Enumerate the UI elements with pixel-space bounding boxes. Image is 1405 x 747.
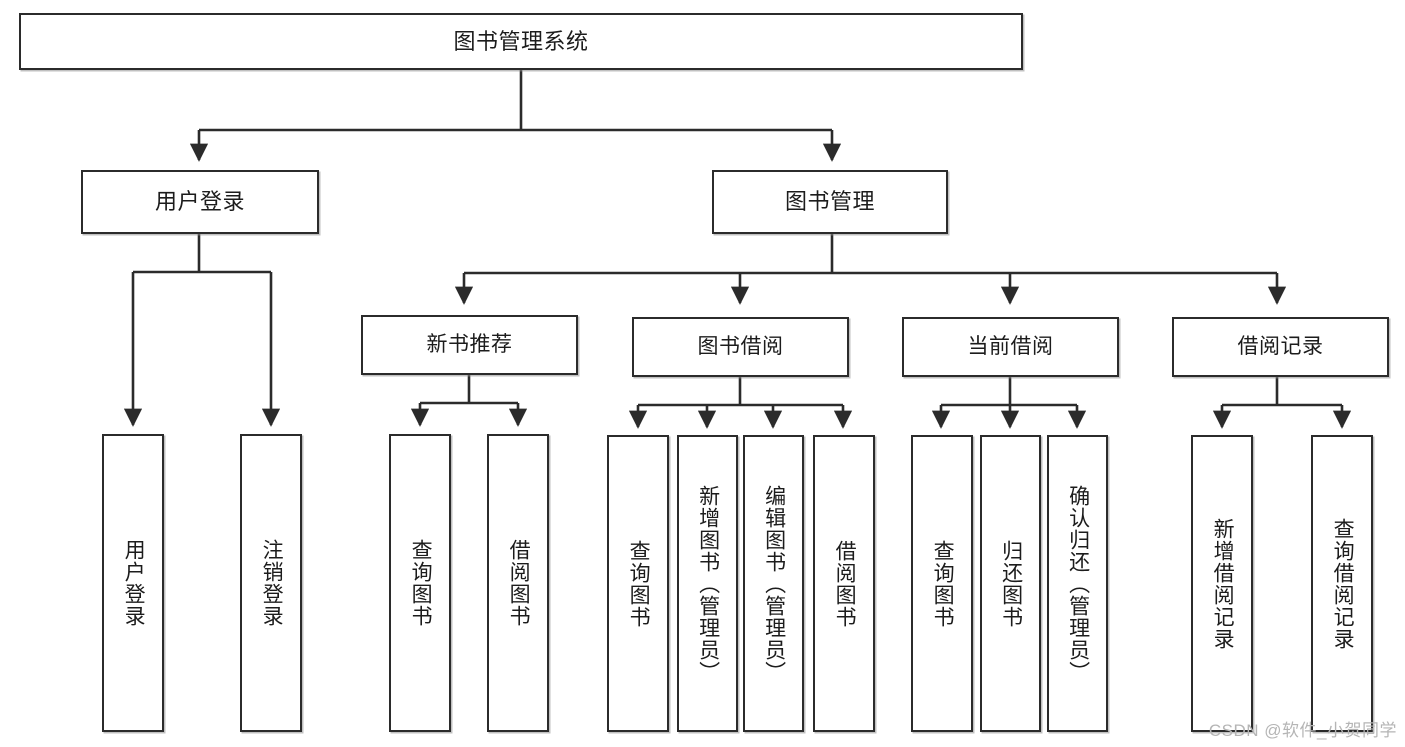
node-label: 归还图书 [999,539,1023,628]
node-label: 编辑图书（管理员） [762,484,786,683]
leaf-user-login-login[interactable]: 用户登录 [102,434,164,732]
leaf-book-borrow-borrow[interactable]: 借阅图书 [813,435,875,732]
leaf-book-borrow-query[interactable]: 查询图书 [607,435,669,732]
node-book-borrow[interactable]: 图书借阅 [632,317,849,377]
leaf-borrow-record-add[interactable]: 新增借阅记录 [1191,435,1253,732]
node-label: 新增图书（管理员） [696,484,720,683]
node-current-borrow[interactable]: 当前借阅 [902,317,1119,377]
node-label: 查询图书 [627,539,651,628]
watermark: CSDN @软件_小贺同学 [1208,721,1397,740]
node-label: 借阅记录 [1237,334,1324,358]
node-user-login[interactable]: 用户登录 [81,170,319,234]
leaf-current-borrow-return[interactable]: 归还图书 [980,435,1041,732]
node-label: 用户登录 [122,539,146,627]
leaf-new-book-borrow[interactable]: 借阅图书 [487,434,549,732]
node-label: 确认归还（管理员） [1066,484,1090,683]
leaf-book-borrow-add[interactable]: 新增图书（管理员） [677,435,738,732]
leaf-user-login-logout[interactable]: 注销登录 [240,434,302,732]
leaf-current-borrow-confirm-return[interactable]: 确认归还（管理员） [1047,435,1108,732]
node-label: 借阅图书 [833,539,857,628]
node-book-management[interactable]: 图书管理 [712,170,948,234]
node-label: 图书借阅 [697,334,784,358]
leaf-new-book-query[interactable]: 查询图书 [389,434,451,732]
node-label: 当前借阅 [967,334,1054,358]
node-label: 借阅图书 [507,539,531,627]
node-label: 图书管理系统 [453,28,589,54]
leaf-current-borrow-query[interactable]: 查询图书 [911,435,973,732]
node-label: 用户登录 [154,189,245,215]
node-label: 查询借阅记录 [1331,517,1355,650]
node-label: 注销登录 [260,539,284,627]
node-label: 新增借阅记录 [1211,517,1235,650]
node-new-book-recommend[interactable]: 新书推荐 [361,315,578,375]
node-root[interactable]: 图书管理系统 [19,13,1023,70]
leaf-book-borrow-edit[interactable]: 编辑图书（管理员） [743,435,804,732]
node-label: 查询图书 [931,539,955,628]
node-borrow-record[interactable]: 借阅记录 [1172,317,1389,377]
leaf-borrow-record-query[interactable]: 查询借阅记录 [1311,435,1373,732]
node-label: 查询图书 [409,539,433,627]
node-label: 新书推荐 [426,332,513,356]
node-label: 图书管理 [784,189,875,215]
